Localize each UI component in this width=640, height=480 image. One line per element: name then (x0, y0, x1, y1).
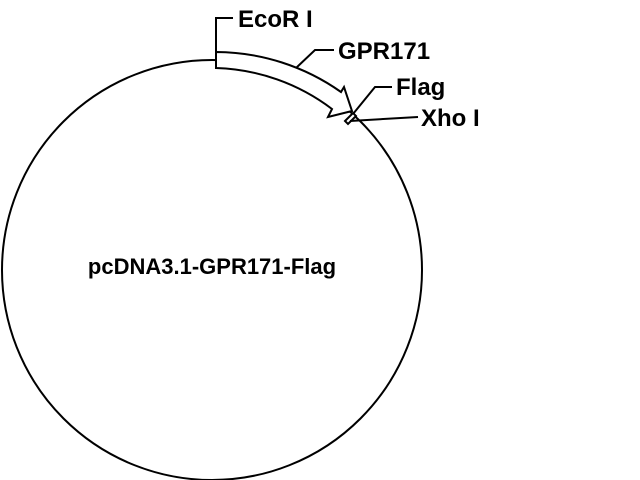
ecori-label: EcoR I (238, 6, 313, 33)
flag-leader-line (352, 86, 392, 115)
plasmid-name-label: pcDNA3.1-GPR171-Flag (88, 254, 336, 279)
plasmid-backbone-circle (1, 59, 423, 480)
flag-label: Flag (396, 74, 445, 101)
gpr171-insert-arrow (215, 50, 354, 119)
xhoi-leader-line (349, 116, 419, 122)
flag-tag-marker (343, 111, 358, 126)
gpr171-label: GPR171 (338, 38, 430, 65)
gpr171-leader-line (295, 49, 334, 69)
ecori-leader-line (215, 17, 233, 60)
xhoi-label: Xho I (421, 105, 480, 132)
